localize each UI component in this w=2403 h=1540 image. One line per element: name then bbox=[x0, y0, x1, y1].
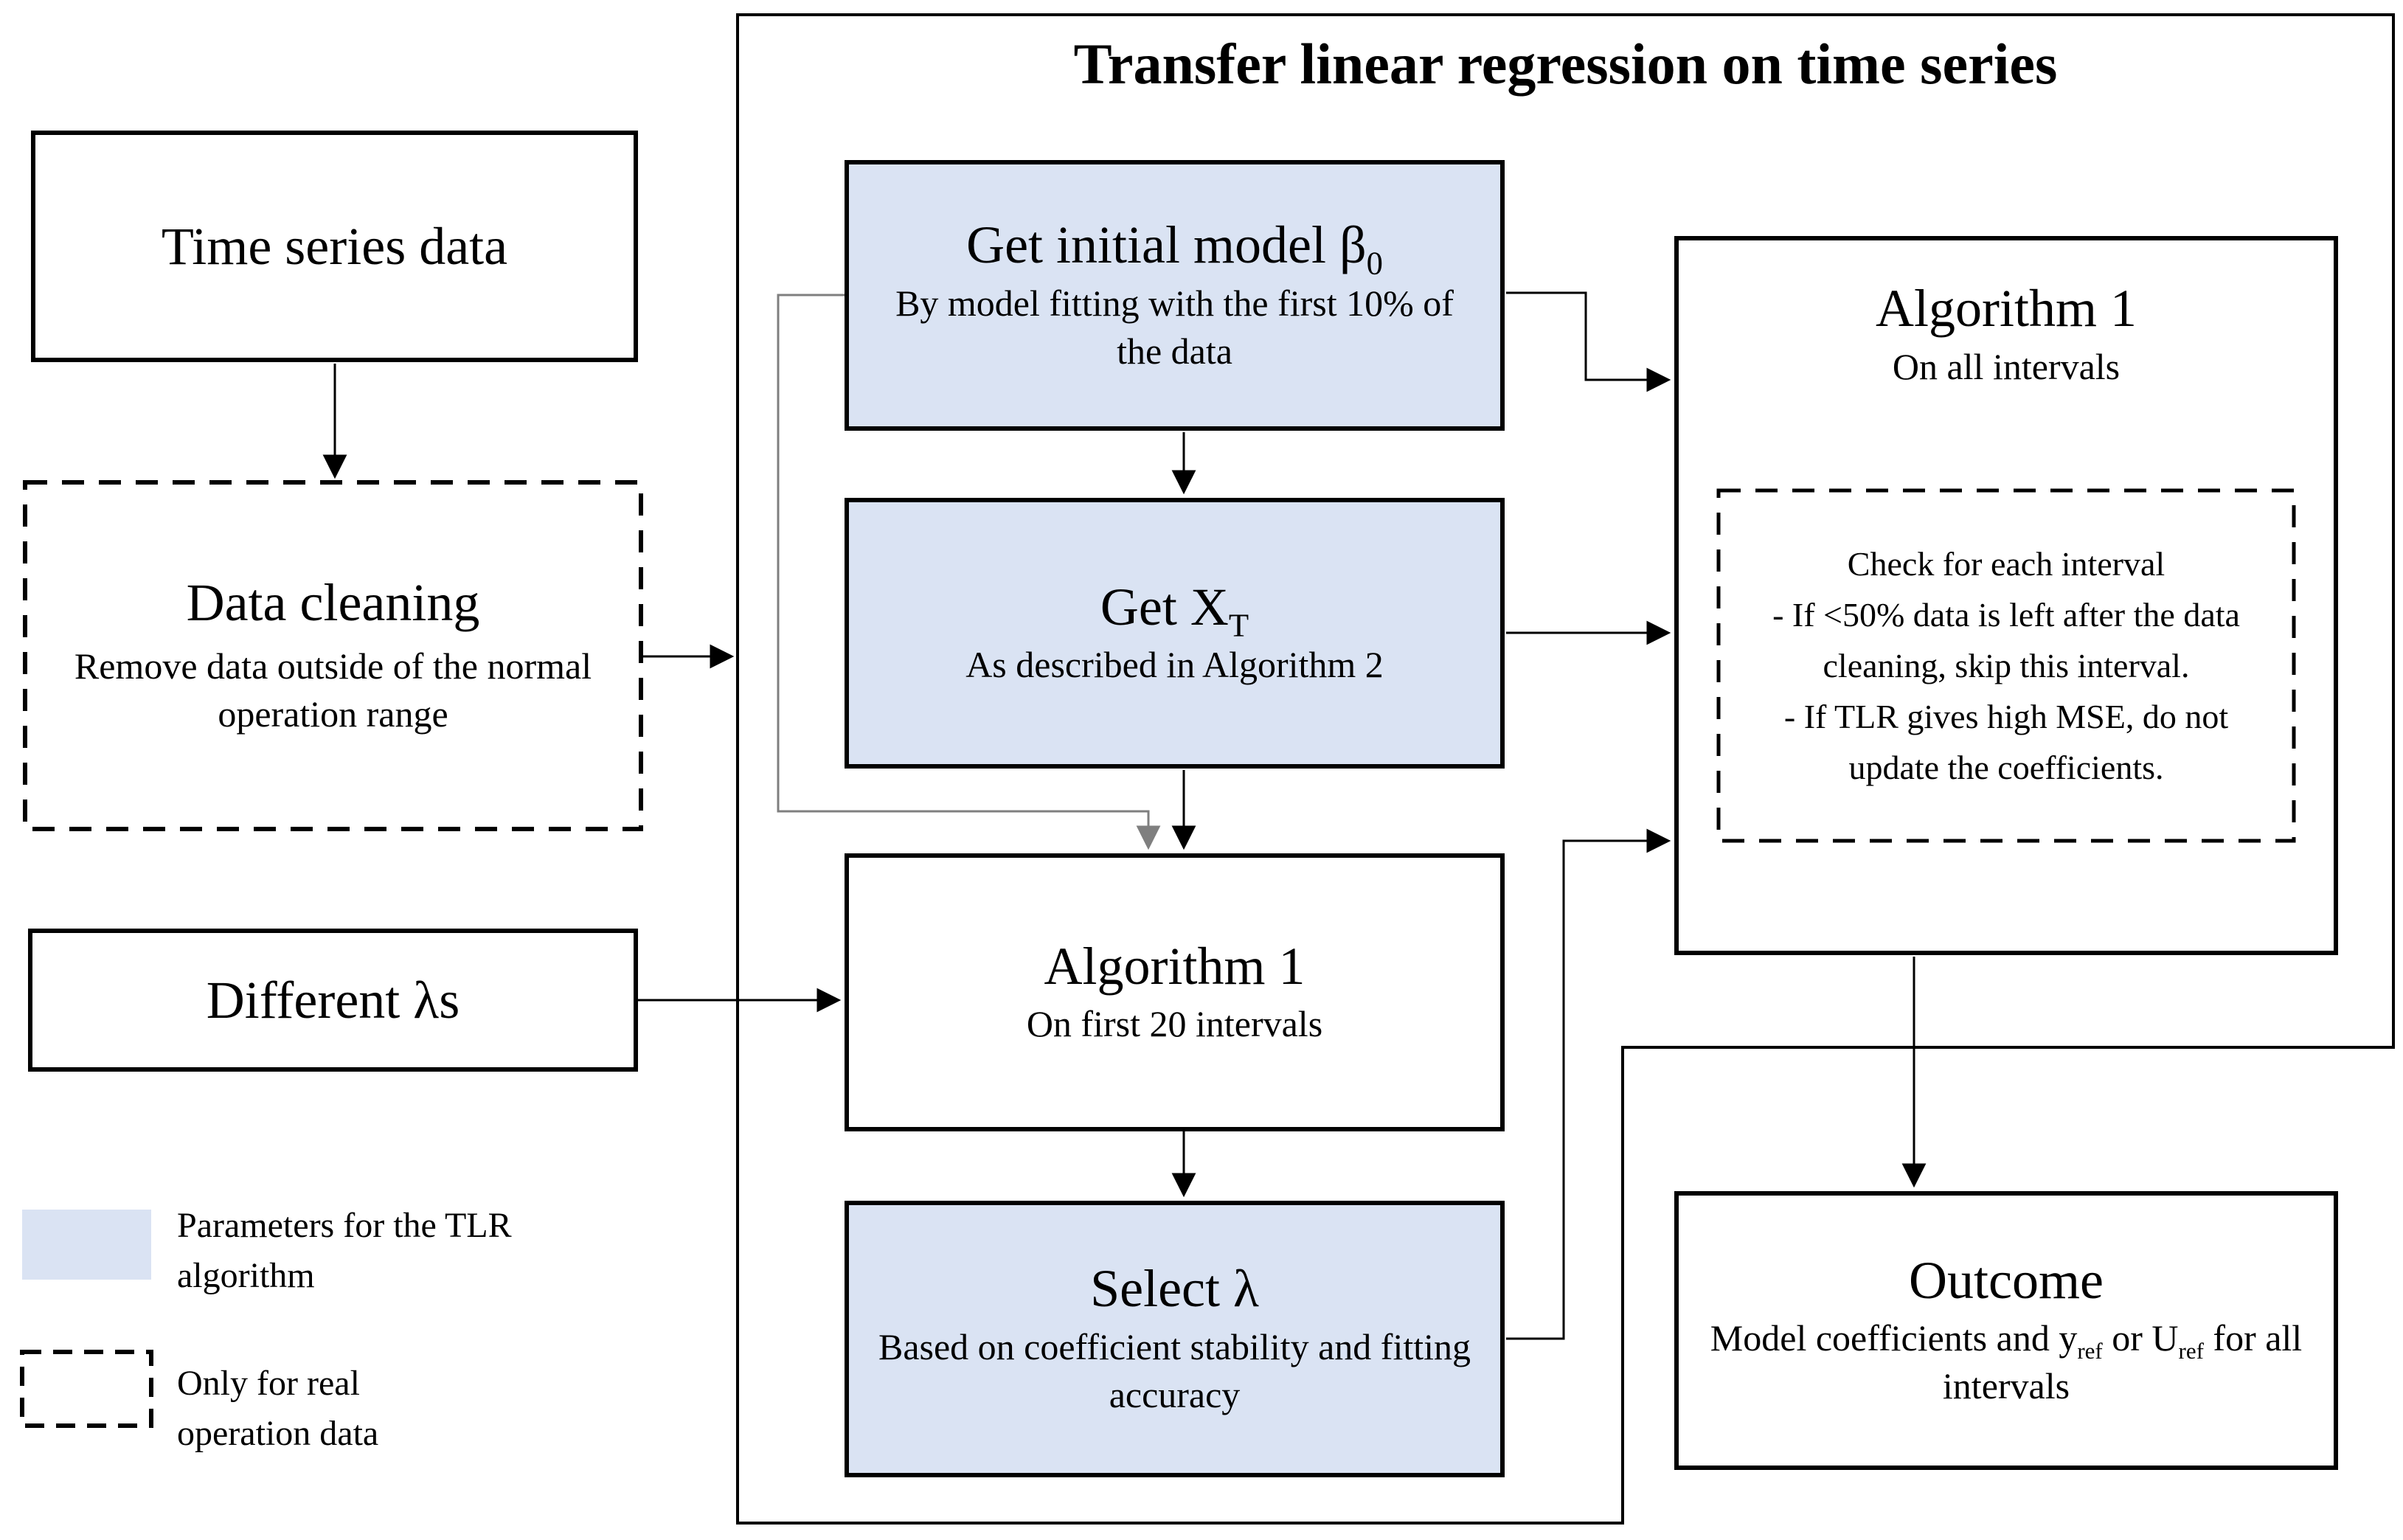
outcome-subtitle-text: Model coefficients and y bbox=[1710, 1317, 2078, 1359]
outcome-yref-subscript: ref bbox=[2077, 1338, 2103, 1364]
check-note-item: - If <50% data is left after the data cl… bbox=[1772, 596, 2240, 684]
get-initial-model-subtitle: By model fitting with the first 10% of t… bbox=[895, 282, 1454, 372]
legend-dashed-label: Only for real operation data bbox=[177, 1364, 379, 1454]
get-xt-title-text: Get X bbox=[1100, 577, 1229, 637]
node-time-series-data: Time series data bbox=[31, 131, 638, 362]
connector-initmodel-loop-to-algorithm1-first bbox=[777, 294, 1161, 850]
check-note-heading: Check for each interval bbox=[1847, 545, 2166, 583]
algorithm1-first-subtitle: On first 20 intervals bbox=[1026, 1003, 1323, 1045]
get-xt-title: Get XT bbox=[1100, 577, 1249, 642]
algorithm1-first-title: Algorithm 1 bbox=[1044, 936, 1305, 996]
connector-initmodel-to-algorithm1-all bbox=[1506, 291, 1671, 392]
get-initial-model-title-text: Get initial model β bbox=[966, 215, 1367, 275]
get-initial-model-title: Get initial model β0 bbox=[966, 215, 1383, 280]
node-outcome: Outcome Model coefficients and yref or U… bbox=[1674, 1191, 2338, 1470]
node-select-lambda: Select λ Based on coefficient stability … bbox=[845, 1201, 1505, 1477]
algorithm1-all-subtitle: On all intervals bbox=[1892, 345, 2121, 387]
data-cleaning-subtitle: Remove data outside of the normal operat… bbox=[74, 645, 592, 735]
connector-select-lambda-to-algorithm1-all bbox=[1506, 828, 1671, 1340]
node-data-cleaning: Data cleaning Remove data outside of the… bbox=[25, 482, 641, 829]
time-series-label: Time series data bbox=[161, 216, 508, 276]
get-initial-model-title-subscript: 0 bbox=[1366, 244, 1383, 282]
legend-dashed-swatch bbox=[22, 1352, 151, 1426]
node-get-xt: Get XT As described in Algorithm 2 bbox=[845, 498, 1505, 769]
select-lambda-title: Select λ bbox=[1090, 1259, 1259, 1319]
node-different-lambdas: Different λs bbox=[28, 929, 638, 1072]
outcome-subtitle-text: or U bbox=[2102, 1317, 2179, 1359]
legend-param-label: Parameters for the TLR algorithm bbox=[177, 1206, 512, 1296]
node-algorithm1-first-intervals: Algorithm 1 On first 20 intervals bbox=[845, 853, 1505, 1131]
outcome-title: Outcome bbox=[1909, 1250, 2104, 1310]
algorithm1-all-title: Algorithm 1 bbox=[1876, 279, 2137, 338]
diagram-title: Transfer linear regression on time serie… bbox=[1073, 32, 2058, 96]
outcome-subtitle-text: for all intervals bbox=[1942, 1317, 2303, 1407]
container-outline bbox=[736, 13, 2395, 1525]
outcome-uref-subscript: ref bbox=[2178, 1338, 2204, 1364]
check-note-item: - If TLR gives high MSE, do not update t… bbox=[1783, 698, 2229, 786]
node-get-initial-model: Get initial model β0 By model fitting wi… bbox=[845, 160, 1505, 431]
data-cleaning-title: Data cleaning bbox=[186, 572, 480, 632]
get-xt-title-subscript: T bbox=[1228, 606, 1249, 644]
different-lambdas-label: Different λs bbox=[206, 970, 460, 1030]
legend-param-swatch bbox=[22, 1210, 151, 1280]
get-xt-subtitle: As described in Algorithm 2 bbox=[965, 644, 1384, 686]
outcome-subtitle: Model coefficients and yref or Uref for … bbox=[1700, 1314, 2312, 1410]
select-lambda-subtitle: Based on coefficient stability and fitti… bbox=[878, 1325, 1471, 1415]
algorithm1-all-check-note: Check for each interval - If <50% data i… bbox=[1719, 490, 2294, 841]
